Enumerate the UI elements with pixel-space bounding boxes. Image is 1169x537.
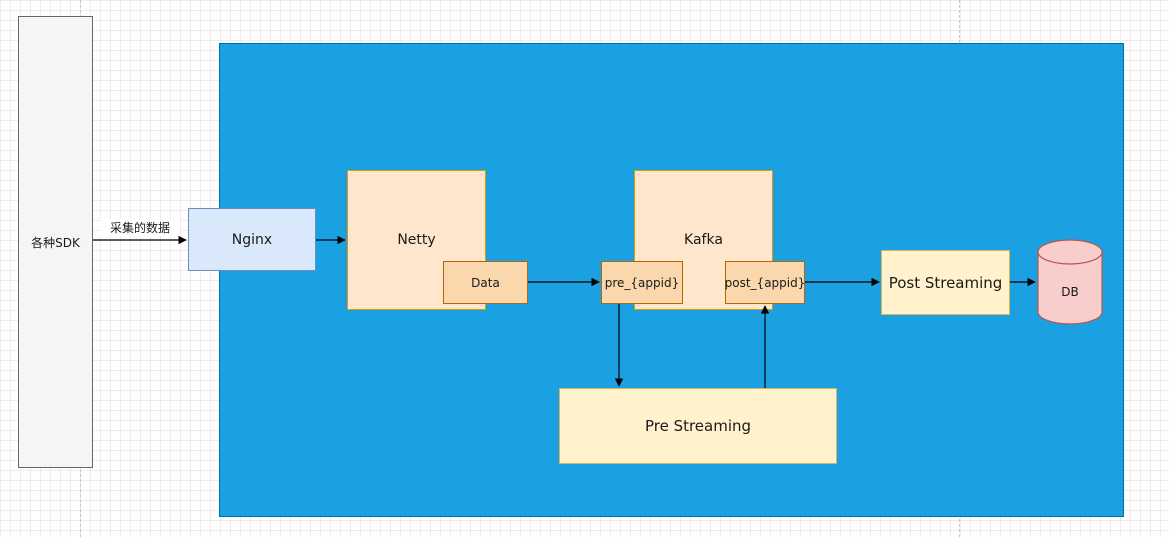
edge-label-collected-data: 采集的数据 xyxy=(100,219,180,236)
kafka-label: Kafka xyxy=(684,232,723,248)
pre-topic-label: pre_{appid} xyxy=(604,275,680,290)
post-streaming-node[interactable]: Post Streaming xyxy=(881,250,1010,315)
database-cylinder-icon xyxy=(1037,239,1103,325)
db-node[interactable]: DB xyxy=(1037,239,1103,325)
data-port-label: Data xyxy=(471,275,500,290)
nginx-label: Nginx xyxy=(231,231,273,248)
pre-streaming-node[interactable]: Pre Streaming xyxy=(559,388,837,464)
nginx-node[interactable]: Nginx xyxy=(188,208,316,271)
post-topic-label: post_{appid} xyxy=(724,275,806,290)
pre-topic-node[interactable]: pre_{appid} xyxy=(601,261,683,304)
pre-streaming-label: Pre Streaming xyxy=(644,417,752,435)
sdk-label: 各种SDK xyxy=(31,235,80,250)
sdk-node[interactable]: 各种SDK xyxy=(18,16,93,468)
data-port-node[interactable]: Data xyxy=(443,261,528,304)
post-topic-node[interactable]: post_{appid} xyxy=(725,261,805,304)
post-streaming-label: Post Streaming xyxy=(888,273,1003,292)
netty-label: Netty xyxy=(397,232,436,248)
db-label: DB xyxy=(1061,285,1079,299)
